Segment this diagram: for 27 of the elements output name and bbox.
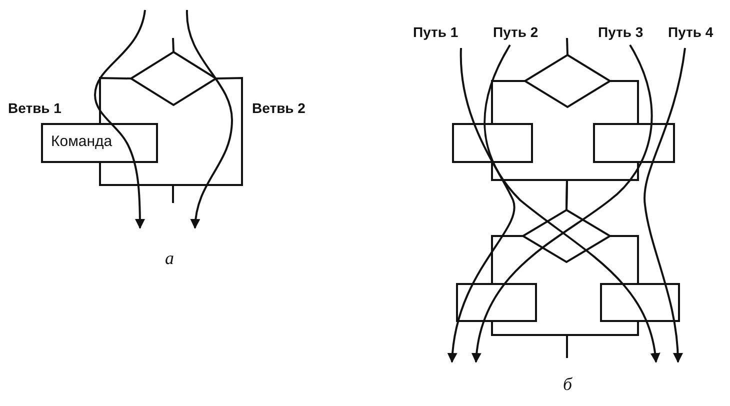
connector-line [610, 80, 639, 123]
process-box [41, 123, 158, 163]
connector-line [566, 38, 568, 56]
connector-line [491, 235, 523, 283]
connector-line [566, 163, 639, 210]
process-box [593, 123, 675, 163]
path-label: Путь 1 [413, 24, 458, 40]
decision-diamond [525, 55, 610, 107]
connector-line [172, 38, 174, 52]
path-label: Ветвь 2 [252, 100, 306, 116]
decision-diamond [523, 210, 610, 262]
process-box [452, 123, 533, 163]
path-label: Путь 3 [598, 24, 644, 40]
connector-line [99, 163, 174, 203]
process-box [456, 283, 537, 322]
connector-line [566, 322, 639, 358]
command-text: Команда [51, 133, 112, 150]
connector-line [610, 235, 639, 283]
figure-caption: а [165, 248, 174, 269]
connector-line [99, 76, 132, 123]
connector-line [491, 80, 525, 123]
path-label: Ветвь 1 [8, 100, 62, 116]
path-label: Путь 2 [493, 24, 538, 40]
path-label: Путь 4 [668, 24, 714, 40]
figure-caption: б [563, 374, 572, 395]
process-box [600, 283, 680, 322]
decision-diamond [131, 52, 216, 105]
